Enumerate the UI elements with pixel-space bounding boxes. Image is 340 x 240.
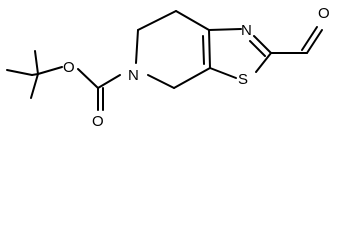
atom-oxygen-ester: O (63, 59, 75, 76)
structure-svg: O N S N O O (6, 5, 330, 130)
bond-cho-to-oxygen-double (301, 26, 318, 51)
bond-n-to-c-lower (147, 74, 175, 89)
bond-tbu-methyl-joint (31, 73, 39, 76)
bond-thiazole-n-to-c2-double (249, 40, 266, 57)
bond-sulfur-to-junction (209, 67, 237, 79)
bond-cho-to-oxygen (306, 29, 323, 54)
bond-c2-to-sulfur (255, 52, 272, 73)
bond-tbu-methyl-left (6, 69, 33, 76)
atom-oxygen-carbonyl: O (92, 113, 104, 130)
bond-junction-to-thiazole-n (208, 28, 242, 31)
bond-tbu-to-oxygen (37, 66, 63, 75)
bond-c-lower-to-junction (173, 67, 211, 89)
bond-n-to-c-upper (135, 29, 139, 64)
atom-oxygen-aldehyde: O (318, 5, 330, 22)
bond-c-upper-to-c-top (137, 10, 177, 31)
bond-junction-vertical (208, 29, 211, 69)
atom-nitrogen-ring: N (128, 67, 139, 84)
bond-thiazole-n-to-c2 (253, 35, 272, 54)
bond-carbonyl-to-nitrogen (97, 74, 121, 89)
bond-oxygen-to-carbonyl-carbon (77, 68, 99, 89)
atom-nitrogen-thiazole: N (241, 22, 252, 39)
bond-tbu-methyl-top (34, 50, 39, 75)
bond-tbu-methyl-bottom (30, 73, 39, 99)
atom-sulfur-thiazole: S (238, 71, 248, 88)
bond-c-top-to-c-junction (175, 10, 210, 31)
bond-junction-vertical-double (202, 35, 205, 65)
molecule-diagram: O N S N O O (6, 5, 330, 130)
